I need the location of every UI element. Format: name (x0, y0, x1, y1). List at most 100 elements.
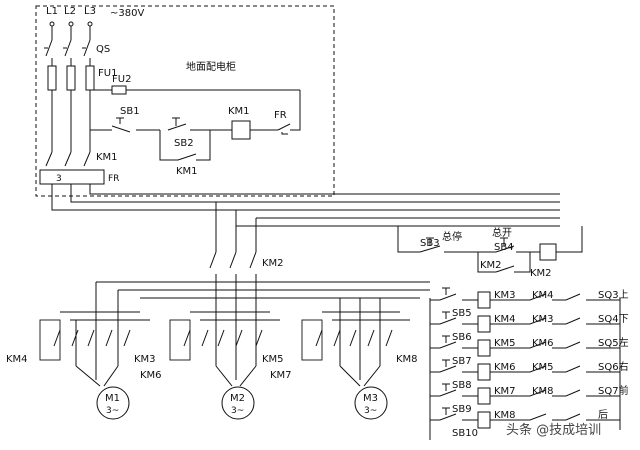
label-km2-aux: KM2 (480, 260, 502, 271)
ladder-sb-label: SB6 (452, 332, 472, 343)
ladder-coil (477, 411, 491, 429)
label-km7-m2: KM7 (270, 370, 292, 381)
label-m3: M3 (363, 393, 378, 404)
label-sb2: SB2 (174, 138, 194, 149)
sb4-button (495, 237, 515, 253)
fr-relay-label: FR (108, 174, 119, 184)
km2-aux-contact (495, 265, 515, 273)
motor-m1 (96, 386, 130, 420)
ladder-interlock-contacts (490, 365, 620, 373)
watermark: 头条 @技成培训 (506, 422, 601, 438)
ladder-interlock-label: KM5 (532, 362, 554, 373)
ladder-sq-label: SQ5左 (598, 336, 629, 349)
label-km1-main: KM1 (96, 152, 118, 163)
label-fu2: FU2 (112, 74, 131, 85)
label-m2-phase: 3~ (231, 406, 244, 416)
input-terminals (49, 21, 93, 27)
label-sb1: SB1 (120, 106, 140, 117)
ladder-sq-label: SQ7前 (598, 384, 629, 397)
fu2-fuse (111, 85, 127, 95)
ladder-sb-contact (430, 293, 478, 301)
ladder-interlock-contacts (490, 389, 620, 397)
label-l1: L1 (46, 6, 58, 17)
km2-coil (539, 243, 557, 261)
ladder-coil-label: KM4 (494, 314, 516, 325)
km1-coil (231, 120, 251, 140)
ladder-interlock-label: KM3 (532, 314, 554, 325)
fr-relay-number: 3 (56, 174, 62, 184)
label-m2: M2 (230, 393, 245, 404)
ladder-sb-actuator (442, 359, 450, 367)
sb2-button (167, 117, 187, 131)
label-km2-coil: KM2 (530, 268, 552, 279)
ladder-sb-contact (430, 317, 478, 325)
motor-group-2 (169, 298, 280, 387)
label-km1-aux: KM1 (176, 166, 198, 177)
ladder-sb-actuator (442, 407, 450, 415)
ladder-sq-label: SQ4下 (598, 314, 629, 325)
lower-power-bus (95, 281, 430, 320)
ladder-sb-contact (430, 341, 478, 349)
label-km3-m1: KM3 (134, 354, 156, 365)
label-km5-m2: KM5 (262, 354, 284, 365)
motor-m3 (354, 386, 388, 420)
control-ladder-rails (429, 298, 621, 440)
label-km2-main: KM2 (262, 258, 284, 269)
ladder-coil-label: KM8 (494, 410, 516, 421)
ladder-interlock-contacts (490, 413, 620, 421)
ladder-coil-label: KM3 (494, 290, 516, 301)
ladder-sb-actuator (442, 383, 450, 391)
ladder-interlock-contacts (490, 341, 620, 349)
ladder-sb-label: SB7 (452, 356, 472, 367)
ladder-coil (477, 363, 491, 381)
fr-contact (277, 123, 291, 135)
ladder-sb-contact (430, 389, 478, 397)
ladder-coil (477, 315, 491, 333)
label-m1: M1 (105, 393, 120, 404)
ladder-sq-label: 后 (598, 409, 608, 421)
label-km1-coil: KM1 (228, 106, 250, 117)
ladder-sb-actuator (442, 335, 450, 343)
ladder-sb-label: SB9 (452, 404, 472, 415)
label-l2: L2 (64, 6, 76, 17)
labels: L1 L2 L3 ~380V QS FU1 FU2 地面配电柜 SB1 SB2 … (6, 6, 601, 438)
label-start-total: 总开 (492, 226, 512, 239)
km1-main-contacts (45, 151, 91, 167)
ladder-coil (477, 339, 491, 357)
label-l3: L3 (84, 6, 96, 17)
ladder-coil (477, 387, 491, 405)
label-sb3: SB3 (420, 238, 440, 249)
ladder-sb-label: SB5 (452, 308, 472, 319)
ladder-sb-contact (430, 365, 478, 373)
fu1-fuses (47, 65, 95, 91)
ladder-sq-label: SQ6右 (598, 360, 629, 373)
ladder-interlock-label: KM4 (532, 290, 554, 301)
ladder-coil-label: KM5 (494, 338, 516, 349)
label-sb4: SB4 (494, 242, 514, 253)
ladder-sq-label: SQ3上 (598, 289, 629, 301)
ladder-coil-label: KM6 (494, 362, 516, 373)
km2-control-circuit (397, 226, 583, 273)
ladder-sb-label: SB8 (452, 380, 472, 391)
label-m1-phase: 3~ (106, 406, 119, 416)
label-voltage: ~380V (110, 8, 144, 19)
ladder-sb-label: SB10 (452, 428, 478, 439)
km1-control-circuit (90, 89, 301, 161)
label-fr-contact: FR (274, 110, 287, 121)
ladder-interlock-contacts (490, 293, 620, 301)
label-cabinet: 地面配电柜 (186, 60, 236, 73)
ladder-interlock-label: KM6 (532, 338, 554, 349)
ladder-sb-contact (430, 413, 478, 421)
fr-thermal-relay (39, 169, 105, 185)
sb3-button (419, 237, 441, 253)
ladder-coil-label: KM7 (494, 386, 516, 397)
label-m3-phase: 3~ (364, 406, 377, 416)
sb1-button (111, 117, 131, 133)
ladder-sb-actuator (442, 311, 450, 319)
km2-main-contacts (209, 251, 257, 269)
label-km4-left: KM4 (6, 354, 28, 365)
label-km6-m1: KM6 (140, 370, 162, 381)
label-stop-total: 总停 (442, 230, 462, 243)
motor-m2 (221, 386, 255, 420)
